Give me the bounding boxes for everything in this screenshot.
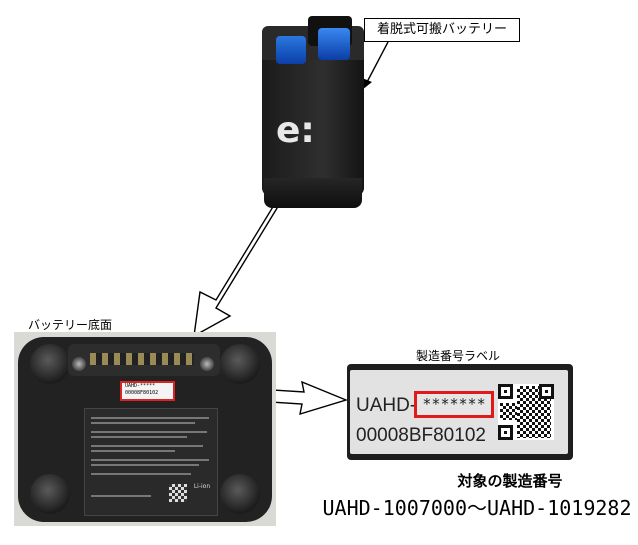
text-line <box>91 431 207 433</box>
model-prefix: UAHD- <box>356 395 417 416</box>
battery-callout: 着脱式可搬バッテリー <box>364 18 520 42</box>
qr-code-icon <box>498 384 554 440</box>
battery-blue-grip-left <box>276 36 306 64</box>
text-line <box>91 450 175 452</box>
text-line <box>91 473 191 475</box>
battery-base <box>264 178 362 208</box>
rubber-foot <box>30 344 70 384</box>
sticker-line-1: UAHD-***** <box>125 383 156 389</box>
screw <box>200 357 214 371</box>
callout-pointer-head <box>362 78 372 90</box>
screw <box>72 357 86 371</box>
sticker-line-2: 00008F80102 <box>125 390 159 396</box>
battery-pack <box>262 40 364 196</box>
connector-pins <box>90 353 194 365</box>
bottom-view-label: バッテリー底面 <box>28 318 113 332</box>
text-line <box>91 459 209 461</box>
rubber-foot <box>220 344 260 384</box>
serial-label-title: 製造番号ラベル <box>416 349 501 363</box>
down-arrow <box>193 191 299 338</box>
text-line <box>91 436 187 438</box>
battery-blue-grip-right <box>318 28 350 60</box>
battery-logo: e: <box>276 110 315 151</box>
target-serial-range: UAHD-1007000～UAHD-1019282 <box>322 496 632 520</box>
callout-pointer <box>365 41 389 85</box>
masked-serial-highlight: ******* <box>414 391 494 418</box>
qr-code-icon <box>169 484 187 502</box>
text-line <box>91 417 209 419</box>
serial-sticker: UAHD-***** 00008F80102 <box>120 381 175 401</box>
text-line <box>91 464 199 466</box>
text-line <box>91 422 195 424</box>
serial-number: 00008BF80102 <box>356 425 486 446</box>
rubber-foot <box>220 474 260 514</box>
rubber-foot <box>30 474 70 514</box>
liion-mark: Li-ion <box>193 483 211 490</box>
info-label: Li-ion <box>84 408 218 516</box>
text-line <box>91 495 151 497</box>
target-serial-title: 対象の製造番号 <box>457 472 563 490</box>
text-line <box>91 445 203 447</box>
